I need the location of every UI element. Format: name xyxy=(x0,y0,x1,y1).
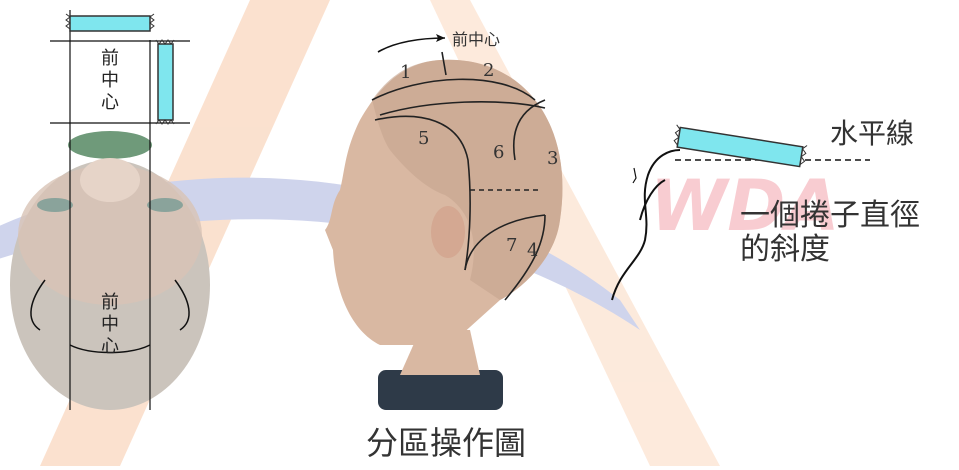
ear-detail xyxy=(633,168,636,183)
direction-arrow xyxy=(378,38,445,52)
top-label-front-center: 前中心 xyxy=(98,48,122,114)
diagram-caption: 分區操作圖 xyxy=(366,418,526,464)
zone-1: 1 xyxy=(400,62,411,83)
neck-band xyxy=(68,131,152,159)
zone-4: 4 xyxy=(527,240,538,261)
tilted-roller xyxy=(673,125,807,167)
vertical-roller xyxy=(158,44,173,120)
nose-area xyxy=(80,158,140,202)
zone-3: 3 xyxy=(547,148,558,169)
horizontal-line-label: 水平線 xyxy=(830,112,914,152)
left-eye xyxy=(37,198,73,212)
right-eye xyxy=(147,198,183,212)
zone-6: 6 xyxy=(493,142,504,163)
tilted-roller-body xyxy=(677,127,803,166)
bottom-label-front-center: 前中心 xyxy=(98,292,122,358)
roller-slope-label-line1: 一個捲子直徑 xyxy=(740,200,920,232)
side-view-head xyxy=(325,34,562,410)
arrow-label-front-center: 前中心 xyxy=(452,26,500,50)
zone-7: 7 xyxy=(506,235,517,256)
ear xyxy=(431,206,465,258)
horizontal-roller xyxy=(70,16,150,31)
roller-slope-label-line2: 的斜度 xyxy=(740,234,830,266)
zone-5: 5 xyxy=(418,128,429,149)
mannequin-base xyxy=(378,370,503,410)
zone-2: 2 xyxy=(483,60,494,81)
